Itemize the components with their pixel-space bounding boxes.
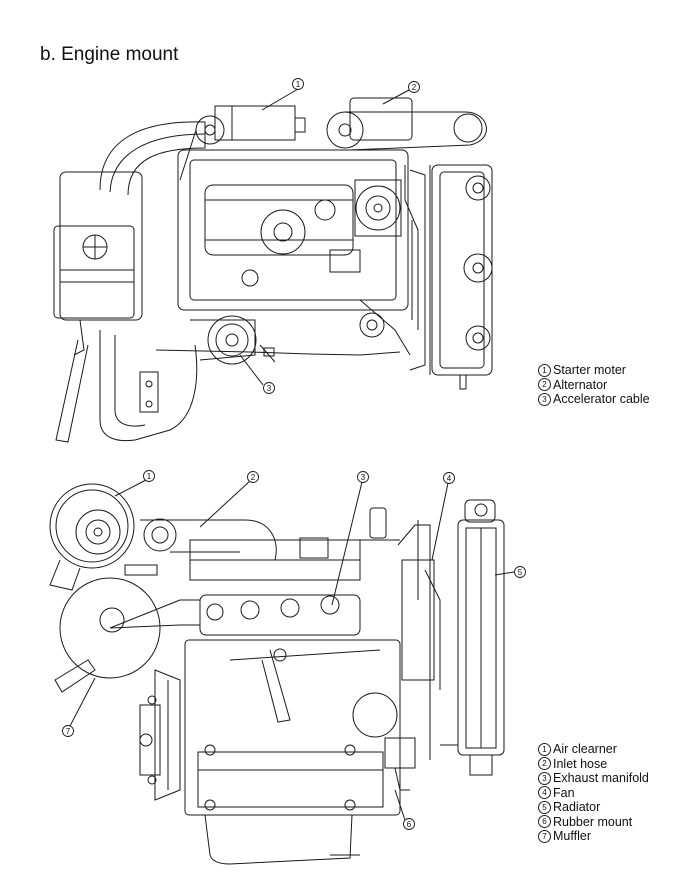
side-view-leaders (69, 479, 515, 821)
legend-number: 1 (538, 363, 551, 377)
legend-number: 1 (538, 742, 551, 756)
engine-top-view (53, 97, 493, 443)
legend-number: 6 (538, 815, 551, 829)
svg-text:4: 4 (447, 474, 452, 483)
top-view-callouts: 1 2 3 (263, 78, 420, 394)
svg-text:2: 2 (412, 83, 417, 92)
legend-label: Inlet hose (553, 756, 608, 771)
legend-number: 2 (538, 378, 551, 392)
legend-number: 2 (538, 757, 551, 771)
legend-number: 3 (538, 771, 551, 785)
svg-text:7: 7 (66, 727, 71, 736)
legend-label: Alternator (553, 377, 608, 392)
callout-side-6: 6 (403, 818, 415, 830)
svg-text:6: 6 (407, 820, 412, 829)
svg-text:1: 1 (296, 80, 301, 89)
page-title: b. Engine mount (40, 44, 179, 65)
svg-text:2: 2 (251, 473, 256, 482)
legend-label: Exhaust manifold (553, 771, 649, 785)
callout-top-1: 1 (292, 78, 304, 90)
engine-side-view (49, 483, 505, 865)
legend-number: 5 (538, 800, 551, 814)
legend-label: Rubber mount (553, 814, 633, 829)
legend-number: 7 (538, 829, 551, 843)
callout-top-3: 3 (263, 382, 275, 394)
legend-label: Fan (553, 785, 575, 800)
legend-label: Starter moter (553, 363, 626, 377)
callout-side-1: 1 (143, 470, 155, 482)
callout-side-4: 4 (443, 472, 455, 484)
side-view-callouts: 1 2 3 4 5 6 7 (62, 470, 526, 830)
svg-text:1: 1 (147, 472, 152, 481)
legend-label: Muffler (553, 829, 591, 843)
callout-side-5: 5 (514, 566, 526, 578)
svg-text:3: 3 (361, 473, 366, 482)
legend-label: Radiator (553, 800, 601, 814)
callout-side-3: 3 (357, 471, 369, 483)
legend-label: Accelerator cable (553, 392, 650, 406)
callout-side-7: 7 (62, 725, 74, 737)
legend-number: 4 (538, 786, 551, 800)
svg-text:3: 3 (267, 384, 272, 393)
top-view-leaders (239, 88, 410, 386)
legend-number: 3 (538, 392, 551, 406)
callout-top-2: 2 (408, 81, 420, 93)
legend-label: Air clearner (553, 742, 617, 756)
svg-text:5: 5 (518, 568, 523, 577)
callout-side-2: 2 (247, 471, 259, 483)
